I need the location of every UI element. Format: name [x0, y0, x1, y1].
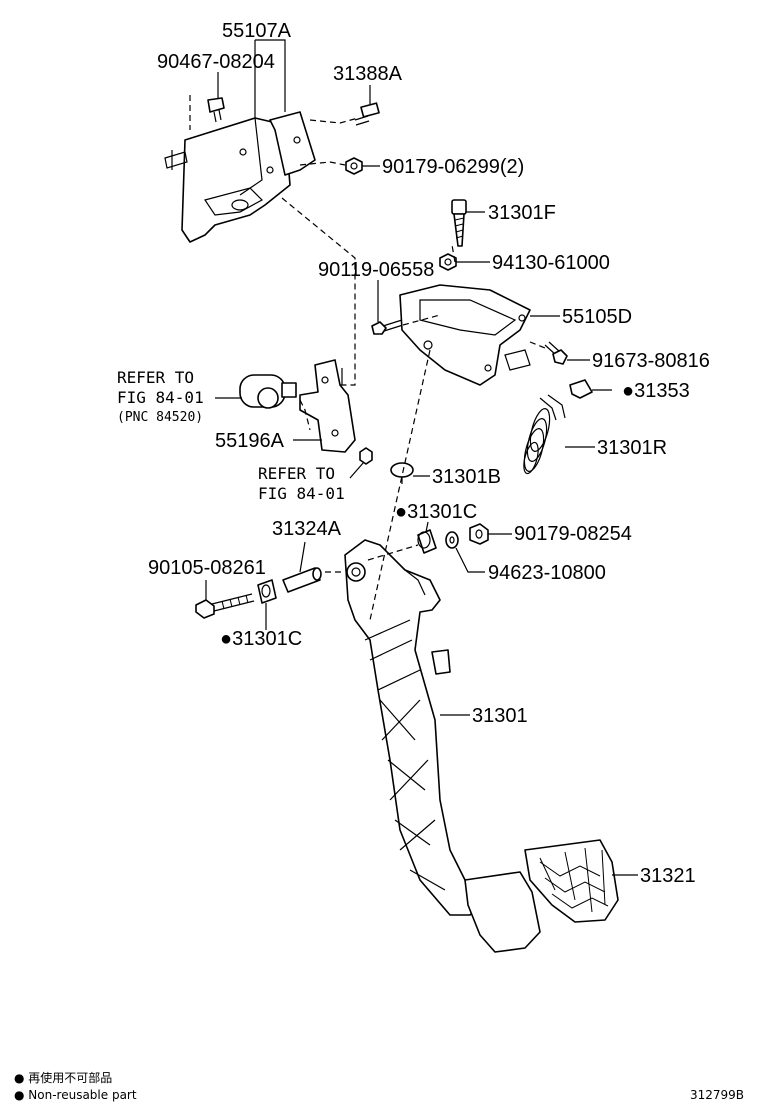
leader-lines	[205, 39, 638, 876]
nut-90179-06299	[345, 157, 363, 175]
bolt-31301F	[451, 199, 467, 247]
label-94130-61000: 94130-61000	[492, 252, 610, 274]
bolt-90119-06558	[371, 319, 404, 335]
bolt-90105-08261	[195, 593, 255, 619]
label-90179-08254: 90179-08254	[514, 523, 632, 545]
label-90119-06558: 90119-06558	[318, 259, 434, 281]
label-31301C-lower: ●31301C	[220, 628, 302, 650]
bolt-91673-80816	[544, 341, 568, 365]
label-refer-to-1: REFER TO	[117, 368, 194, 387]
nut-94130-61000	[439, 253, 457, 271]
label-90179-06299: 90179-06299(2)	[382, 156, 524, 178]
legend-line-english: ● Non-reusable part	[14, 1088, 137, 1102]
label-55107A: 55107A	[222, 20, 292, 42]
label-91673-80816: 91673-80816	[592, 350, 710, 372]
label-refer-to-2: REFER TO	[258, 464, 335, 483]
nut-refer-fig-84-01	[359, 447, 373, 465]
bushing-31301C-lower	[257, 579, 277, 604]
cap-31301B	[390, 462, 414, 484]
pedal-arm-31301	[344, 539, 541, 953]
label-fig-84-01-2: FIG 84-01	[258, 484, 345, 503]
dashed-connectors	[189, 95, 546, 621]
switch-84520	[239, 374, 297, 409]
label-31301F: 31301F	[488, 202, 556, 224]
label-90467-08204: 90467-08204	[157, 51, 275, 73]
label-31388A: 31388A	[333, 63, 403, 85]
label-fig-84-01-1: FIG 84-01	[117, 388, 204, 407]
bushing-31301C-upper	[417, 529, 437, 554]
label-31353: ●31353	[622, 380, 690, 402]
label-pnc-84520: (PNC 84520)	[117, 410, 203, 425]
label-31324A: 31324A	[272, 518, 342, 540]
bracket-55196A	[299, 359, 356, 453]
label-55196A: 55196A	[215, 430, 285, 452]
bracket-55105D	[399, 284, 531, 386]
screw-90467-08204	[207, 97, 225, 123]
collar-31324A	[282, 567, 322, 593]
washer-94623-10800	[445, 531, 459, 549]
label-31301R: 31301R	[597, 437, 667, 459]
pin-31388A	[354, 102, 380, 126]
nut-90179-08254	[469, 523, 489, 545]
label-31321: 31321	[640, 865, 696, 887]
figure-id: 312799B	[690, 1088, 744, 1102]
bracket-55107A	[164, 111, 316, 243]
pedal-pad-31321	[524, 839, 619, 923]
label-31301B: 31301B	[432, 466, 501, 488]
clip-31353	[569, 379, 593, 399]
label-90105-08261: 90105-08261	[148, 557, 266, 579]
spring-31301R	[523, 394, 566, 475]
label-31301: 31301	[472, 705, 528, 727]
label-55105D: 55105D	[562, 306, 632, 328]
label-94623-10800: 94623-10800	[488, 562, 606, 584]
label-31301C-upper: ●31301C	[395, 501, 477, 523]
legend-line-japanese: ● 再使用不可部品	[14, 1070, 112, 1085]
